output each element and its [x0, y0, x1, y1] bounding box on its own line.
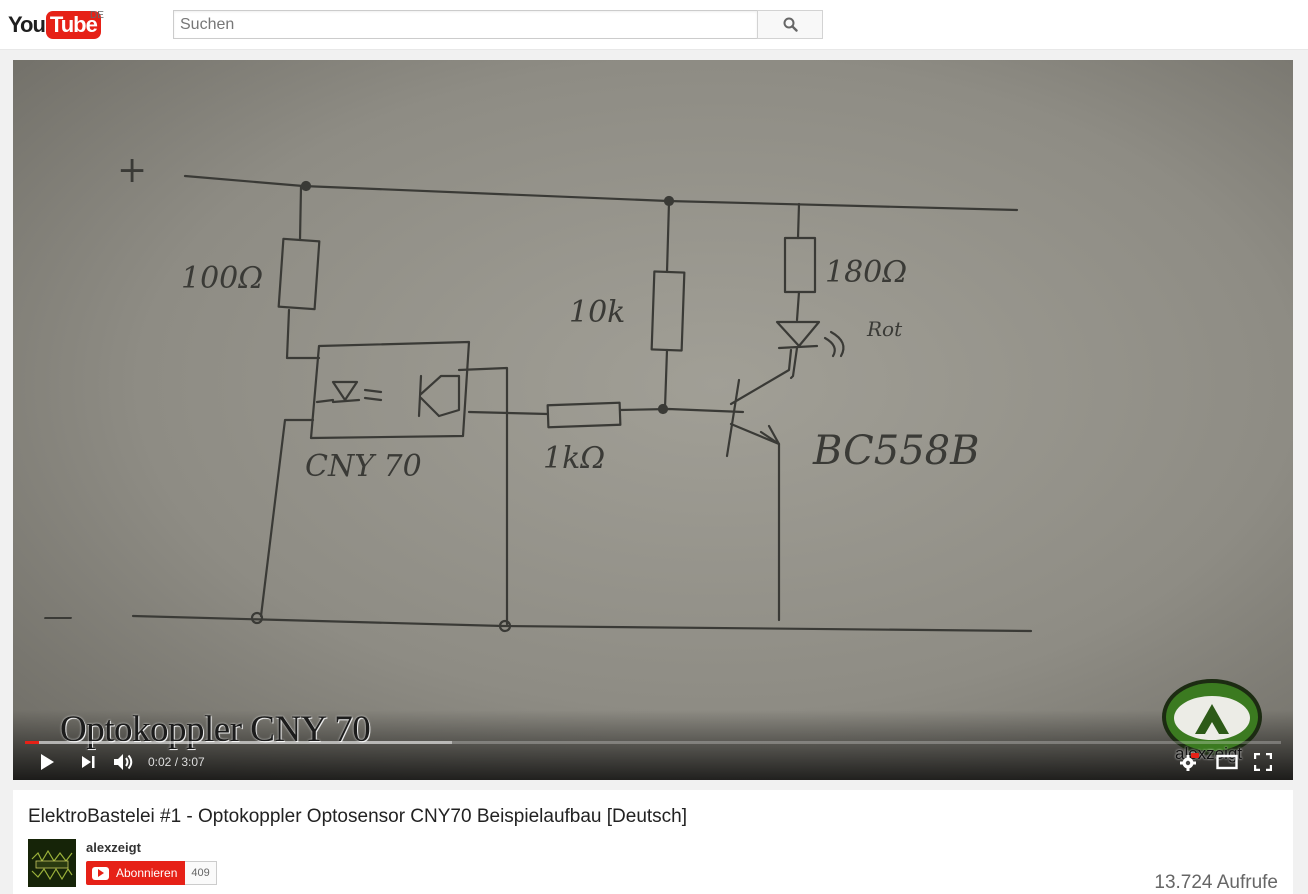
fullscreen-button[interactable]: [1251, 748, 1275, 776]
r2-label: 10k: [569, 295, 625, 330]
fullscreen-icon: [1254, 753, 1272, 771]
youtube-logo[interactable]: You Tube DE: [8, 10, 104, 40]
theater-icon: [1216, 754, 1238, 770]
video-frame: + — 100Ω 10k 180Ω 1kΩ Rot CNY 70 BC558B: [13, 60, 1293, 780]
subscriber-count: 409: [185, 861, 217, 885]
transistor-label: BC558B: [812, 428, 979, 474]
subscribe-group: Abonnieren 409: [86, 861, 217, 885]
video-player[interactable]: + — 100Ω 10k 180Ω 1kΩ Rot CNY 70 BC558B …: [13, 60, 1293, 780]
search-bar: [173, 10, 823, 39]
avatar-image: [28, 839, 76, 887]
logo-you-text: You: [8, 12, 46, 37]
logo-tube-text: Tube: [45, 11, 101, 39]
view-count: 13.724 Aufrufe: [1154, 872, 1278, 893]
next-button[interactable]: [77, 748, 99, 776]
country-code: DE: [90, 10, 104, 21]
r4-label: 1kΩ: [543, 441, 605, 476]
search-button[interactable]: [757, 10, 823, 39]
controls-gradient: [13, 710, 1293, 780]
masthead: You Tube DE: [0, 0, 1308, 50]
plus-label: +: [117, 150, 147, 191]
subscribe-label: Abonnieren: [116, 866, 178, 880]
video-info-panel: ElektroBastelei #1 - Optokoppler Optosen…: [13, 790, 1293, 894]
r1-label: 100Ω: [181, 261, 263, 296]
channel-watermark[interactable]: [1161, 678, 1263, 756]
watermark-text: alexzeigt: [1175, 744, 1243, 763]
subscribe-button[interactable]: Abonnieren: [86, 861, 186, 885]
play-button[interactable]: [35, 748, 59, 776]
gear-icon: [1180, 753, 1199, 771]
player-controls: 0:02 / 3:07: [13, 748, 1293, 780]
progress-loaded: [25, 741, 453, 744]
search-input[interactable]: [173, 10, 757, 39]
channel-name[interactable]: alexzeigt: [86, 840, 141, 855]
minus-label: —: [43, 599, 73, 634]
video-title: ElektroBastelei #1 - Optokoppler Optosen…: [28, 806, 688, 827]
opto-label: CNY 70: [305, 449, 422, 484]
progress-bar[interactable]: [25, 741, 1281, 744]
led-label: Rot: [866, 317, 903, 341]
next-icon: [82, 756, 95, 768]
youtube-play-icon: [92, 866, 109, 880]
volume-button[interactable]: [111, 748, 137, 776]
search-icon: [783, 17, 798, 32]
play-icon: [41, 754, 54, 770]
settings-button[interactable]: [1177, 748, 1201, 776]
theater-mode-button[interactable]: [1214, 748, 1240, 776]
volume-icon: [114, 754, 133, 770]
video-title-overlay: Optokoppler CNY 70: [60, 709, 371, 750]
progress-played: [25, 741, 39, 744]
channel-avatar[interactable]: [28, 839, 76, 887]
r3-label: 180Ω: [825, 255, 907, 290]
time-display: 0:02 / 3:07: [148, 755, 205, 769]
